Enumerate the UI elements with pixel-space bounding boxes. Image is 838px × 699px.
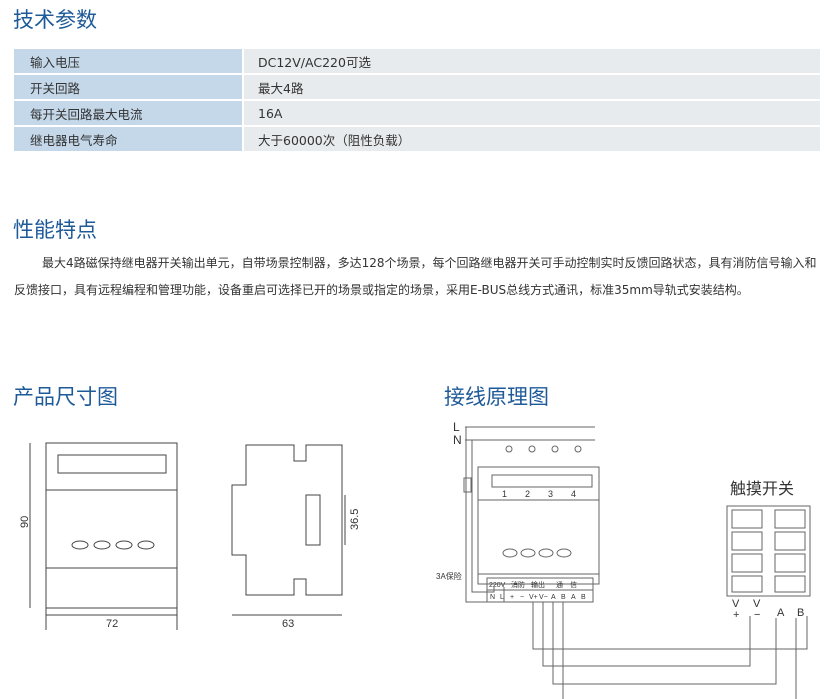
channel-label: 4 bbox=[571, 489, 576, 499]
terminal: V+ bbox=[529, 594, 538, 601]
switch-sign: − bbox=[754, 609, 760, 621]
front-view-drawing bbox=[29, 442, 178, 630]
terminal: B bbox=[581, 594, 586, 601]
terminal: V− bbox=[539, 594, 548, 601]
switch-terminal: V bbox=[753, 598, 761, 610]
switch-terminal: V bbox=[732, 598, 740, 610]
spec-label: 继电器电气寿命 bbox=[14, 127, 244, 151]
dimensions-title: 产品尺寸图 bbox=[13, 385, 118, 409]
button-row bbox=[71, 540, 155, 550]
touch-switch-label: 触摸开关 bbox=[730, 480, 794, 498]
width-dimension: 72 bbox=[106, 618, 118, 630]
terminal: N bbox=[490, 594, 495, 601]
channel-label: 3 bbox=[548, 489, 553, 499]
terminal: A bbox=[571, 594, 576, 601]
terminal-group: 通 信 bbox=[556, 580, 577, 589]
spec-label: 输入电压 bbox=[14, 49, 244, 73]
depth-dimension: 63 bbox=[282, 618, 294, 630]
wiring-diagram bbox=[463, 426, 811, 699]
spec-value: 最大4路 bbox=[244, 75, 820, 99]
side-view-drawing bbox=[231, 444, 346, 616]
table-row: 开关回路最大4路 bbox=[14, 75, 820, 99]
spec-value: DC12V/AC220可选 bbox=[244, 49, 820, 73]
switch-terminal: A bbox=[777, 607, 785, 619]
switch-sign: + bbox=[733, 609, 739, 621]
channel-label: 1 bbox=[502, 489, 507, 499]
rail-dimension: 36.5 bbox=[349, 509, 361, 530]
terminal: L bbox=[500, 594, 504, 601]
spec-label: 每开关回路最大电流 bbox=[14, 101, 244, 125]
switch-terminal: B bbox=[797, 607, 804, 619]
table-row: 继电器电气寿命大于60000次（阻性负载） bbox=[14, 127, 820, 151]
channel-label: 2 bbox=[525, 489, 530, 499]
terminal: A bbox=[551, 594, 556, 601]
lamp-icons bbox=[505, 445, 582, 453]
height-dimension: 90 bbox=[19, 516, 31, 528]
terminal-group: 220V bbox=[489, 582, 506, 589]
specs-title: 技术参数 bbox=[13, 8, 97, 32]
features-title: 性能特点 bbox=[13, 218, 97, 242]
line-label: L bbox=[453, 420, 460, 434]
neutral-label: N bbox=[453, 433, 462, 447]
fuse-label: 3A保险 bbox=[436, 571, 462, 581]
features-text: 最大4路磁保持继电器开关输出单元，自带场景控制器，多达128个场景，每个回路继电… bbox=[14, 256, 817, 297]
spec-label: 开关回路 bbox=[14, 75, 244, 99]
terminal-group: 消防 bbox=[511, 580, 525, 589]
terminal: − bbox=[520, 594, 524, 601]
terminal-group: 输出 bbox=[531, 580, 545, 589]
spec-value: 大于60000次（阻性负载） bbox=[244, 127, 820, 151]
terminal: + bbox=[510, 594, 514, 601]
wiring-title: 接线原理图 bbox=[444, 385, 549, 409]
terminal: B bbox=[561, 594, 566, 601]
spec-value: 16A bbox=[244, 101, 820, 125]
